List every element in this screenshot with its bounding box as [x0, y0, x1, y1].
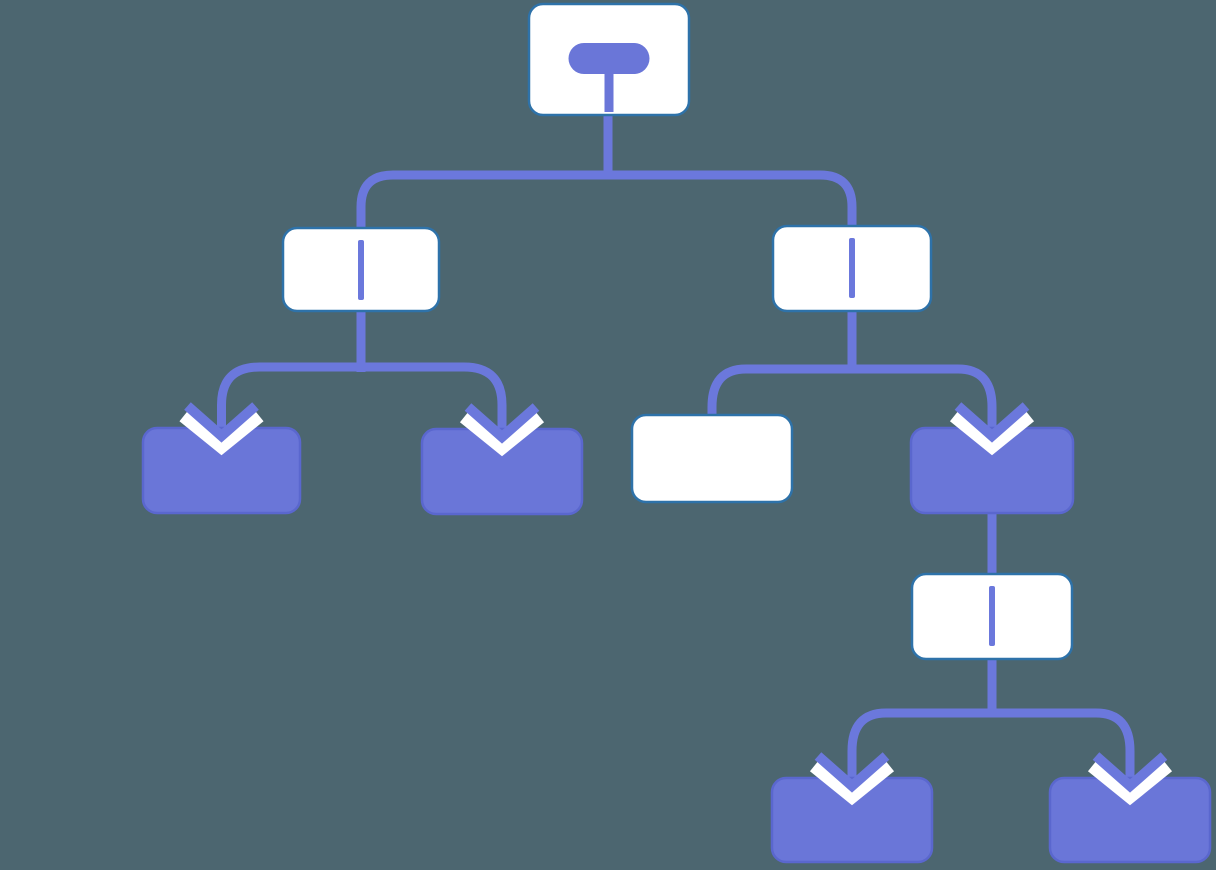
chevron-purple-layer: [814, 752, 890, 793]
white-node-box[interactable]: [630, 413, 794, 504]
node-leaf-b[interactable]: [420, 403, 584, 516]
node-branch-lower[interactable]: [910, 572, 1074, 661]
chevron-purple-layer: [464, 403, 540, 444]
connector-level1-bar: [356, 170, 857, 229]
divider-line-icon: [358, 240, 364, 300]
chevron-purple-layer: [1092, 752, 1168, 793]
node-leaf-d[interactable]: [1048, 752, 1212, 864]
pill-stem: [604, 70, 614, 112]
purple-node-box[interactable]: [1048, 776, 1212, 864]
connector-left-bar: [217, 362, 507, 431]
chevron-arrow-icon: [949, 402, 1035, 456]
chevron-arrow-icon: [1087, 752, 1173, 806]
chevron-arrow-icon: [179, 402, 264, 456]
purple-node-box[interactable]: [909, 426, 1075, 515]
pill-node-icon: [568, 43, 650, 74]
chevron-arrow-icon: [459, 403, 545, 457]
node-leaf-white[interactable]: [630, 413, 794, 504]
node-node-mid[interactable]: [909, 402, 1075, 515]
node-branch-left[interactable]: [281, 226, 441, 313]
purple-node-box[interactable]: [420, 427, 584, 516]
chevron-white-layer: [179, 408, 264, 456]
divider-line-icon: [989, 586, 995, 646]
divider-line-icon: [849, 238, 855, 298]
connector-bottom-bar: [847, 708, 1135, 780]
purple-node-box[interactable]: [770, 776, 934, 864]
node-root[interactable]: [527, 2, 691, 117]
purple-node-box[interactable]: [141, 426, 302, 515]
node-leaf-a[interactable]: [141, 402, 302, 515]
chevron-purple-layer: [184, 402, 259, 443]
chevron-arrow-icon: [809, 752, 895, 806]
chevron-white-layer: [1087, 758, 1173, 806]
chevron-white-layer: [459, 409, 545, 457]
chevron-white-layer: [809, 758, 895, 806]
node-leaf-c[interactable]: [770, 752, 934, 864]
chevron-white-layer: [949, 408, 1035, 456]
connector-right-bar: [707, 364, 997, 430]
chevron-purple-layer: [954, 402, 1030, 443]
node-branch-right[interactable]: [771, 224, 933, 313]
